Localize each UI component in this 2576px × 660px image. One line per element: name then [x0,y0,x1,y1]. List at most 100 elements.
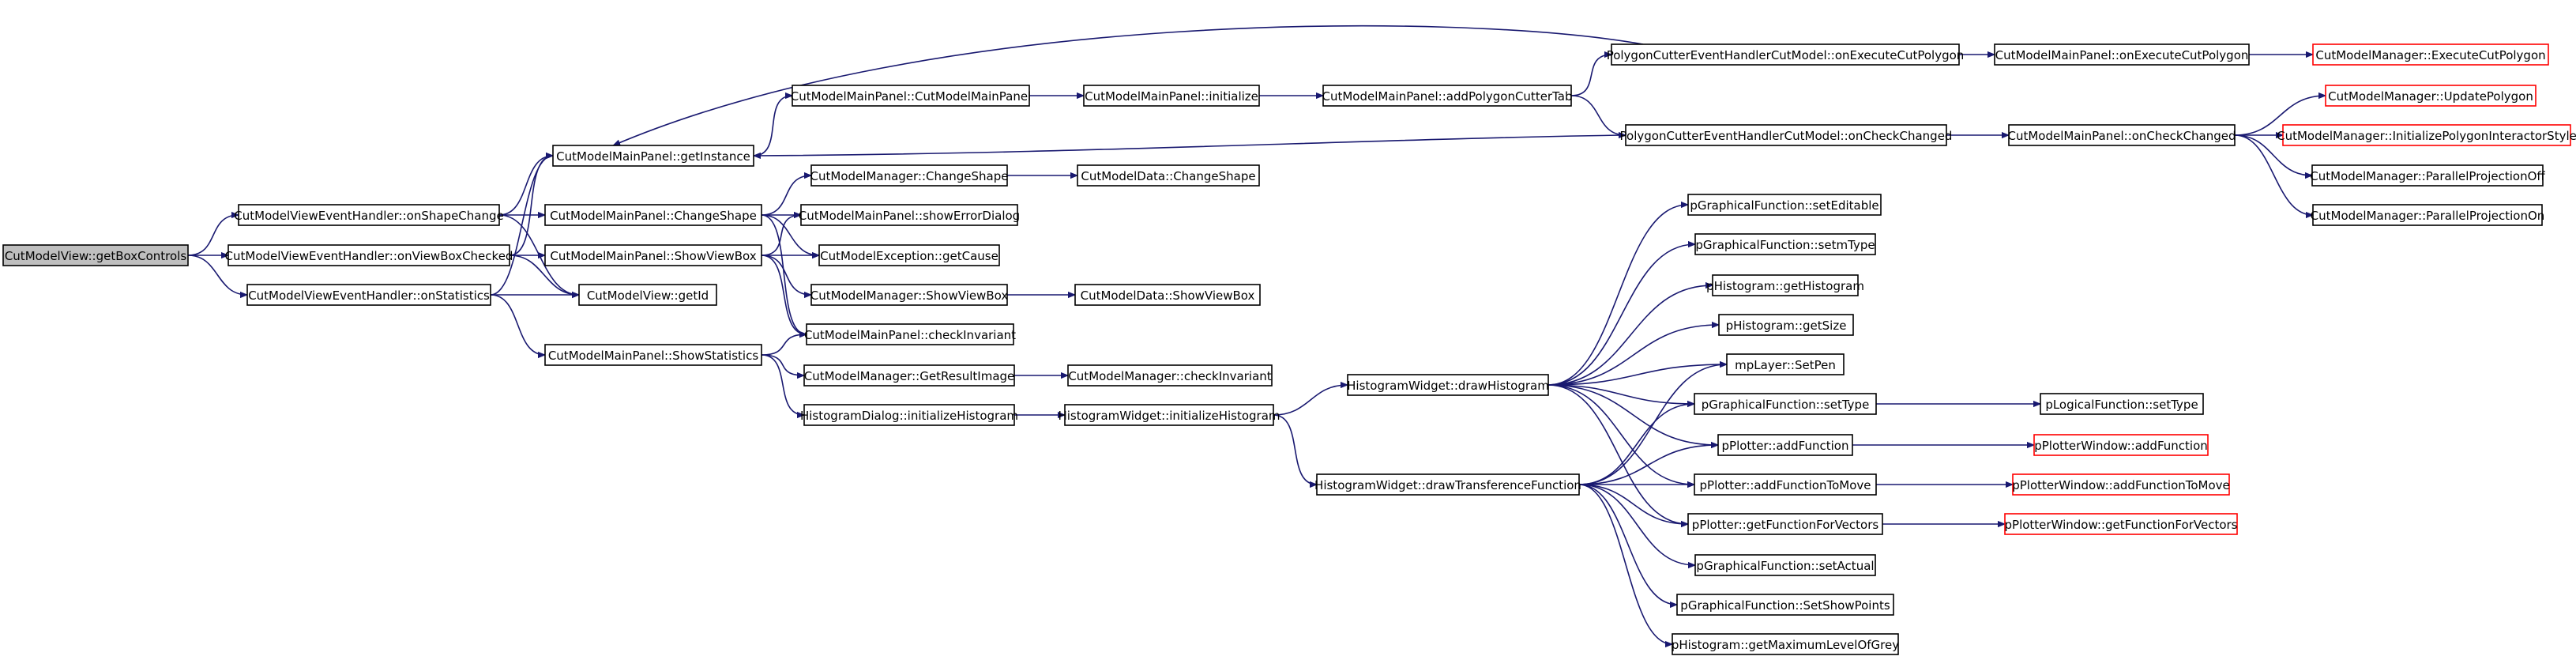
node-label: CutModelViewEventHandler::onStatistics [248,289,490,303]
node-label: CutModelMainPanel::ShowStatistics [548,349,759,363]
node-draw-histogram[interactable]: HistogramWidget::drawHistogram [1347,374,1549,396]
node-setm-type[interactable]: pGraphicalFunction::setmType [1694,233,1876,255]
node-on-shape-change[interactable]: CutModelViewEventHandler::onShapeChange [234,204,504,226]
node-get-instance[interactable]: CutModelMainPanel::getInstance [552,145,754,167]
node-box [1718,314,1854,336]
node-box [803,404,1015,426]
node-box [1687,513,1883,535]
node-box [1316,473,1580,496]
node-label: CutModelMainPanel::onExecuteCutPolygon [1995,48,2249,62]
node-init-hist-widget[interactable]: HistogramWidget::initializeHistogram [1058,404,1280,426]
edge-draw-histogram-to-set-pen [1547,364,1727,386]
node-set-editable[interactable]: pGraphicalFunction::setEditable [1687,194,1882,216]
node-get-function-for-vectors[interactable]: pPlotter::getFunctionForVectors [1687,513,1883,535]
node-mgr-execute[interactable]: CutModelManager::ExecuteCutPolygon [2312,43,2549,66]
node-box [1694,473,1877,496]
node-mgr-par-on[interactable]: CutModelManager::ParallelProjectionOn [2311,204,2545,226]
node-set-pen[interactable]: mpLayer::SetPen [1726,353,1845,375]
node-on-statistics[interactable]: CutModelViewEventHandler::onStatistics [246,284,491,306]
node-box [2040,393,2204,415]
edge-mp-on-check-to-mgr-par-on [2234,134,2313,215]
node-mgr-init-style[interactable]: CutModelManager::InitializePolygonIntera… [2277,124,2576,146]
node-box [2311,164,2544,187]
node-pc-on-execute[interactable]: PolygonCutterEventHandlerCutModel::onExe… [1607,43,1965,66]
node-box [1694,233,1876,255]
node-add-polygon-cutter-tab[interactable]: CutModelMainPanel::addPolygonCutterTab [1322,85,1573,107]
call-graph-nodes: CutModelView::getBoxControlsCutModelView… [2,43,2576,655]
node-add-function[interactable]: pPlotter::addFunction [1717,434,1853,456]
node-mgr-par-off[interactable]: CutModelManager::ParallelProjectionOff [2310,164,2545,187]
node-label: CutModelManager::GetResultImage [804,369,1015,383]
node-box [792,85,1030,107]
node-pw-add-function[interactable]: pPlotterWindow::addFunction [2033,434,2209,456]
node-mgr-update-polygon[interactable]: CutModelManager::UpdatePolygon [2325,85,2537,107]
node-get-cause[interactable]: CutModelException::getCause [818,244,1000,266]
node-box [1625,124,1947,146]
edge-draw-transference-to-get-max-grey [1578,484,1672,644]
node-data-change-shape[interactable]: CutModelData::ChangeShape [1077,164,1260,187]
node-show-statistics[interactable]: CutModelMainPanel::ShowStatistics [544,344,762,366]
node-box [1687,194,1882,216]
node-get-size[interactable]: pHistogram::getSize [1718,314,1854,336]
node-mp-change-shape[interactable]: CutModelMainPanel::ChangeShape [544,204,762,226]
node-get-max-grey[interactable]: pHistogram::getMaximumLevelOfGrey [1672,633,1899,655]
node-get-result-image[interactable]: CutModelManager::GetResultImage [803,364,1015,387]
node-show-error-dialog[interactable]: CutModelMainPanel::showErrorDialog [799,204,1020,226]
node-mgr-change-shape[interactable]: CutModelManager::ChangeShape [810,164,1009,187]
node-box [1676,594,1894,616]
node-box [246,284,491,306]
node-get-box-controls[interactable]: CutModelView::getBoxControls [2,244,189,266]
node-set-show-points[interactable]: pGraphicalFunction::SetShowPoints [1676,594,1894,616]
node-label: CutModelMainPanel::CutModelMainPanel [791,89,1031,104]
node-mp-on-execute[interactable]: CutModelMainPanel::onExecuteCutPolygon [1994,43,2250,66]
node-label: pGraphicalFunction::setmType [1695,238,1875,252]
node-mp-on-check[interactable]: CutModelMainPanel::onCheckChanged [2007,124,2236,146]
edge-add-polygon-cutter-tab-to-pc-on-check [1570,95,1626,135]
node-check-invariant[interactable]: CutModelMainPanel::checkInvariant [804,323,1016,345]
node-data-show-view-box[interactable]: CutModelData::ShowViewBox [1074,284,1261,306]
node-pw-get-function-for-vectors[interactable]: pPlotterWindow::getFunctionForVectors [2004,513,2238,535]
node-box [1712,274,1859,296]
node-gf-set-type[interactable]: pGraphicalFunction::setType [1694,393,1877,415]
edge-mp-show-view-box-to-check-invariant [761,255,807,334]
node-get-id[interactable]: CutModelView::getId [578,284,717,306]
node-mgr-check-invariant[interactable]: CutModelManager::checkInvariant [1067,364,1273,387]
node-label: CutModelView::getId [587,289,709,303]
node-set-actual[interactable]: pGraphicalFunction::setActual [1694,554,1876,576]
edge-on-shape-change-to-get-instance [498,156,553,216]
node-on-view-box-checked[interactable]: CutModelViewEventHandler::onViewBoxCheck… [225,244,513,266]
node-box [1694,554,1876,576]
node-pw-add-function-to-move[interactable]: pPlotterWindow::addFunctionToMove [2012,473,2230,496]
node-mp-initialize[interactable]: CutModelMainPanel::initialize [1083,85,1260,107]
node-label: CutModelManager::ExecuteCutPolygon [2315,48,2545,62]
edge-init-hist-widget-to-draw-transference [1273,414,1318,485]
node-pc-on-check[interactable]: PolygonCutterEventHandlerCutModel::onChe… [1620,124,1953,146]
node-box [1322,85,1572,107]
node-add-function-to-move[interactable]: pPlotter::addFunctionToMove [1694,473,1877,496]
node-label: PolygonCutterEventHandlerCutModel::onChe… [1620,129,1953,143]
node-get-histogram[interactable]: pHistogram::getHistogram [1706,274,1864,296]
node-mgr-show-view-box[interactable]: CutModelManager::ShowViewBox [810,284,1009,306]
node-label: pPlotterWindow::getFunctionForVectors [2005,518,2238,532]
node-label: CutModelMainPanel::showErrorDialog [799,209,1020,223]
node-box [1672,633,1899,655]
edge-get-box-controls-to-on-shape-change [187,215,239,256]
node-label: PolygonCutterEventHandlerCutModel::onExe… [1607,48,1965,62]
node-mp-show-view-box[interactable]: CutModelMainPanel::ShowViewBox [544,244,762,266]
edge-draw-histogram-to-get-size [1547,325,1719,386]
node-mp-constructor[interactable]: CutModelMainPanel::CutModelMainPanel [791,85,1031,107]
node-init-hist-dialog[interactable]: HistogramDialog::initializeHistogram [800,404,1018,426]
edge-draw-histogram-to-gf-set-type [1547,384,1694,404]
node-lf-set-type[interactable]: pLogicalFunction::setType [2040,393,2204,415]
edge-mp-change-shape-to-check-invariant [761,214,807,334]
node-label: CutModelManager::ChangeShape [810,169,1009,183]
edge-show-statistics-to-get-result-image [761,354,804,375]
node-draw-transference[interactable]: HistogramWidget::drawTransferenceFunctio… [1314,473,1581,496]
node-box [1083,85,1260,107]
node-label: CutModelMainPanel::ShowViewBox [550,249,756,263]
node-box [1347,374,1549,396]
node-label: pHistogram::getSize [1726,319,1847,333]
node-box [228,244,510,266]
node-box [2004,513,2238,535]
